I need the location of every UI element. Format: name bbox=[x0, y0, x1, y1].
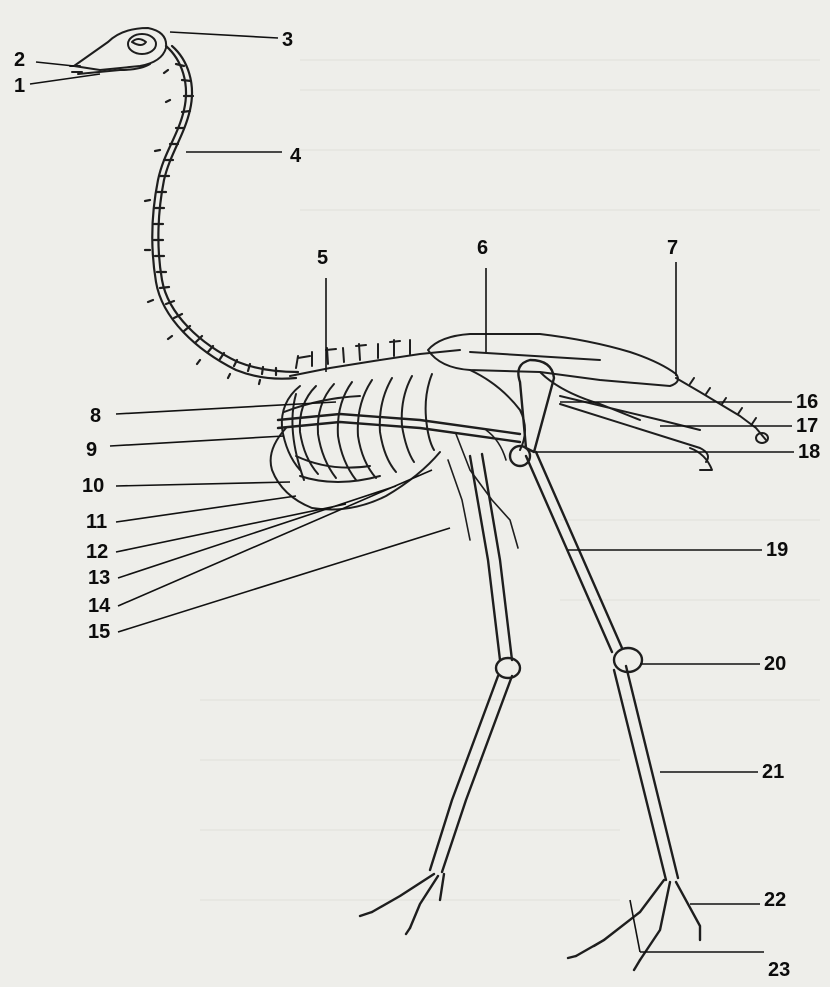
callout-1: 1 bbox=[14, 76, 25, 96]
callout-8: 8 bbox=[90, 406, 101, 426]
callout-23: 23 bbox=[768, 960, 790, 980]
callout-6: 6 bbox=[477, 238, 488, 258]
sternum bbox=[271, 428, 440, 510]
callout-20: 20 bbox=[764, 654, 786, 674]
callout-4: 4 bbox=[290, 146, 301, 166]
far-leg bbox=[360, 454, 520, 934]
caudal-vertebrae bbox=[676, 378, 768, 443]
callout-15: 15 bbox=[88, 622, 110, 642]
leader-line-23 bbox=[630, 900, 640, 952]
cervical-vertebrae bbox=[145, 46, 298, 384]
leader-line-10 bbox=[116, 482, 290, 486]
leader-line-1 bbox=[30, 74, 100, 84]
skeleton bbox=[70, 28, 768, 970]
leader-line-2 bbox=[36, 62, 74, 66]
callout-10: 10 bbox=[82, 476, 104, 496]
skull bbox=[70, 28, 166, 74]
background-texture bbox=[200, 60, 820, 900]
pelvis bbox=[428, 334, 678, 450]
leader-line-3 bbox=[170, 32, 278, 38]
near-leg bbox=[526, 452, 700, 970]
callout-14: 14 bbox=[88, 596, 110, 616]
callout-13: 13 bbox=[88, 568, 110, 588]
callout-12: 12 bbox=[86, 542, 108, 562]
callout-22: 22 bbox=[764, 890, 786, 910]
leader-line-14 bbox=[118, 470, 432, 606]
callout-11: 11 bbox=[86, 512, 107, 532]
callout-21: 21 bbox=[762, 762, 784, 782]
callout-9: 9 bbox=[86, 440, 97, 460]
leader-lines bbox=[30, 32, 794, 952]
leader-line-12 bbox=[116, 504, 346, 552]
callout-3: 3 bbox=[282, 30, 293, 50]
femur bbox=[510, 360, 554, 466]
leader-line-15 bbox=[118, 528, 450, 632]
callout-18: 18 bbox=[798, 442, 820, 462]
callout-19: 19 bbox=[766, 540, 788, 560]
callout-16: 16 bbox=[796, 392, 818, 412]
leader-line-9 bbox=[110, 436, 284, 446]
wing bbox=[278, 414, 520, 442]
leader-line-13 bbox=[118, 486, 396, 578]
callout-17: 17 bbox=[796, 416, 818, 436]
callout-7: 7 bbox=[667, 238, 678, 258]
pubis bbox=[560, 396, 712, 470]
callout-2: 2 bbox=[14, 50, 25, 70]
callout-5: 5 bbox=[317, 248, 328, 268]
leader-line-11 bbox=[116, 496, 296, 522]
